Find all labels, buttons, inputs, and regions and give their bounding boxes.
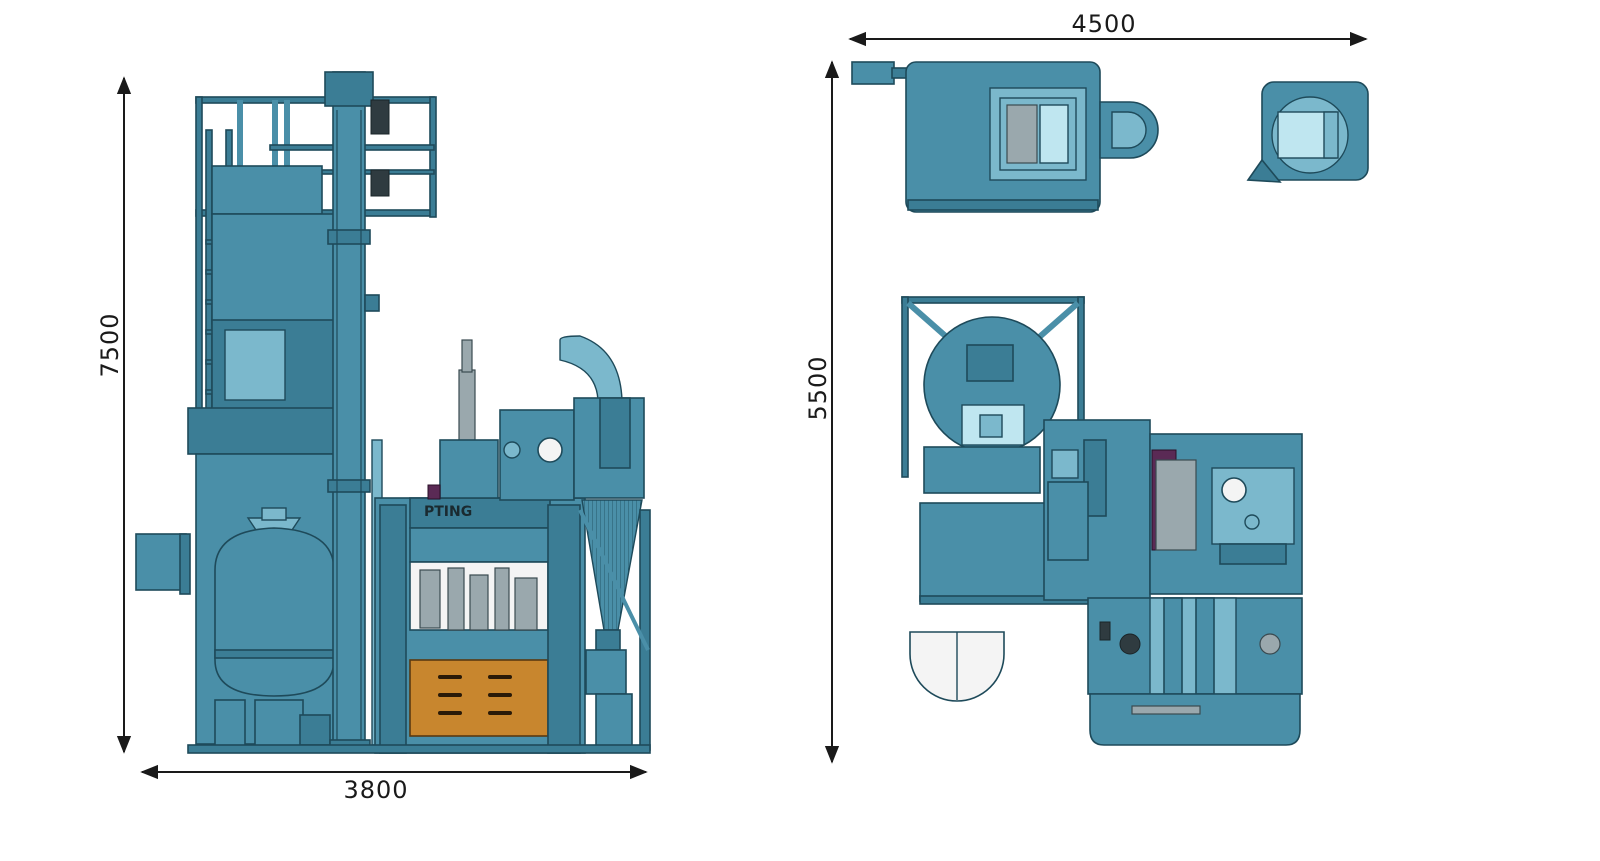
exhaust-pipe	[427, 339, 499, 500]
bucket-elevator	[324, 71, 390, 753]
plan-view-top-unit	[851, 61, 1159, 213]
electrical-box-left	[135, 533, 187, 591]
dimension-side-width: 3800	[140, 764, 648, 804]
dust-collector-body	[211, 213, 335, 325]
dimension-side-height: 7500	[96, 76, 132, 754]
left-frame	[187, 407, 337, 455]
dimension-label-4500: 4500	[1071, 10, 1136, 38]
dimension-plan-depth: 5500	[804, 60, 840, 764]
cyclone-separator	[499, 335, 651, 751]
blast-cabinet: PTING	[374, 497, 586, 754]
brand-plate: PTING	[424, 504, 472, 520]
plan-view-main-layout	[901, 296, 1303, 746]
dimension-plan-width: 4500	[848, 10, 1368, 47]
plan-view-fan	[1246, 81, 1369, 183]
dimension-label-3800: 3800	[343, 776, 408, 804]
side-elevation-view: PTING	[135, 71, 651, 754]
dimension-label-7500: 7500	[96, 312, 124, 377]
dimension-label-5500: 5500	[804, 355, 832, 420]
pressure-tank	[214, 507, 336, 751]
cabinet-door	[409, 659, 549, 737]
top-unit-opening	[1006, 104, 1038, 164]
dust-collector-top	[211, 165, 323, 215]
